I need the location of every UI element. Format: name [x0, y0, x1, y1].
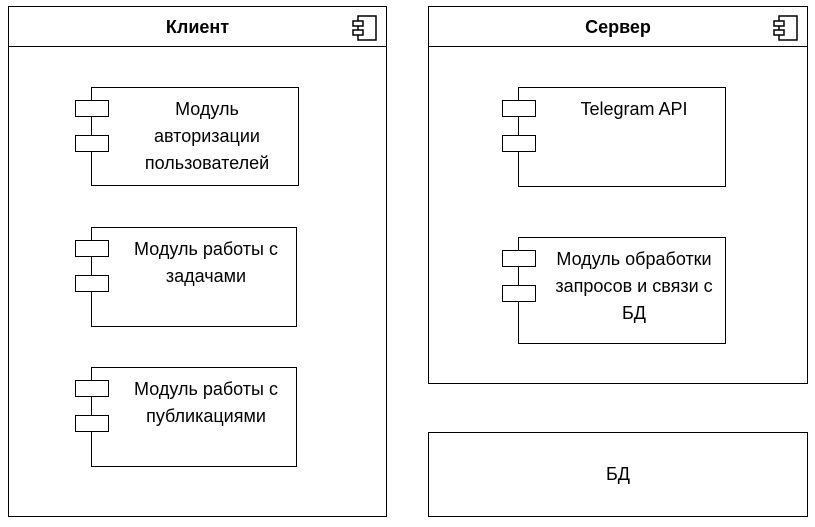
database-box: БД — [428, 432, 808, 517]
component-port — [75, 415, 109, 432]
component-icon — [773, 15, 798, 41]
component-port — [75, 135, 109, 152]
component-port — [75, 380, 109, 397]
component-port — [75, 240, 109, 257]
server-package-title: Сервер — [585, 17, 651, 37]
component-port — [502, 250, 536, 267]
server-package-header — [429, 7, 807, 47]
component-port — [502, 285, 536, 302]
client-package-title: Клиент — [165, 17, 230, 37]
publications-module-label: Модуль работы с публикациями — [134, 379, 278, 426]
component-port — [502, 100, 536, 117]
database-label: БД — [605, 464, 630, 484]
telegram-api-label: Telegram API — [580, 99, 688, 119]
component-port — [75, 100, 109, 117]
auth-module: Модуль авторизации пользователей — [75, 87, 299, 186]
telegram-api-module: Telegram API — [502, 87, 726, 187]
server-package: Сервер Telegram API Модуль обработки зап… — [428, 6, 808, 384]
client-package: Клиент Модуль авторизации пользователей … — [8, 6, 387, 517]
publications-module: Модуль работы с публикациями — [75, 367, 297, 467]
component-port — [75, 275, 109, 292]
client-package-header — [9, 7, 386, 47]
request-processing-label: Модуль обработки запросов и связи с БД — [555, 249, 713, 323]
request-processing-module: Модуль обработки запросов и связи с БД — [502, 237, 726, 344]
component-icon — [352, 15, 377, 41]
component-port — [502, 135, 536, 152]
auth-module-label: Модуль авторизации пользователей — [144, 99, 270, 173]
tasks-module: Модуль работы с задачами — [75, 227, 297, 327]
tasks-module-label: Модуль работы с задачами — [134, 239, 278, 286]
